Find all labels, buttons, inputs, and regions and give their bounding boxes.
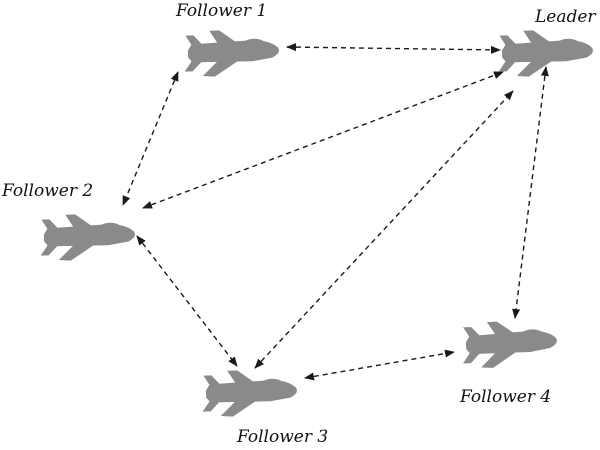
aircraft-icon xyxy=(460,318,559,370)
link-follower1-follower2 xyxy=(122,71,179,206)
aircraft-icon xyxy=(39,212,136,262)
aircraft-icon xyxy=(183,28,280,78)
follower4-label: Follower 4 xyxy=(459,387,551,407)
follower1-label: Follower 1 xyxy=(175,1,267,21)
aircraft-icon xyxy=(201,368,298,418)
link-follower2-follower3 xyxy=(136,235,238,367)
communication-links xyxy=(122,43,549,381)
follower3-label: Follower 3 xyxy=(236,427,328,447)
link-follower3-follower4 xyxy=(304,349,455,381)
link-follower2-leader xyxy=(142,71,504,209)
link-follower1-leader xyxy=(286,43,501,54)
leader-label: Leader xyxy=(534,7,596,27)
link-follower3-leader xyxy=(254,90,514,369)
follower2-label: Follower 2 xyxy=(1,181,93,201)
link-leader-follower4 xyxy=(512,66,549,319)
